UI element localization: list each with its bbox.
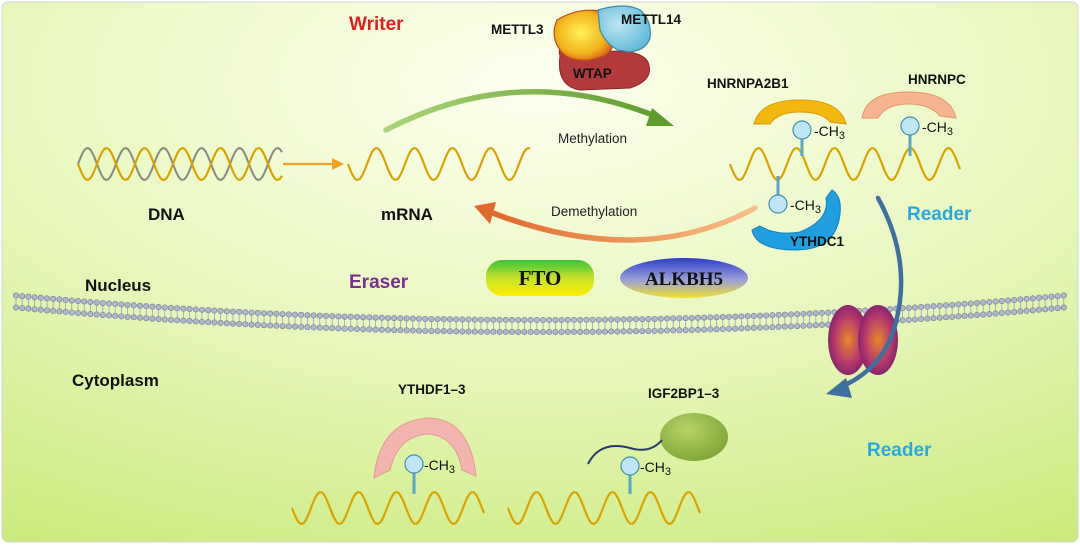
methyl-igf2bp: -CH3 [620,456,671,494]
nucleus-label: Nucleus [85,276,151,295]
methyl-ythdf: -CH3 [404,454,455,494]
cytoplasm-label: Cytoplasm [72,371,159,390]
hnrnpc-protein [861,91,957,119]
igf2bp-reader [587,413,728,465]
methyl-label: -CH3 [640,459,671,478]
demethylation-label: Demethylation [551,204,637,219]
nuclear-membrane [13,292,1067,335]
rna-strands [76,146,962,526]
ythdf-protein [373,417,477,479]
hnrnpa2b1-label: HNRNPA2B1 [707,76,789,91]
export-arrow [826,195,904,398]
hnrnpa2b1-reader [753,99,847,125]
mrna-label: mRNA [381,205,433,224]
methyl-label: -CH3 [790,197,821,216]
igf2bp-label: IGF2BP1–3 [648,386,720,401]
alkbh5-label: ALKBH5 [645,269,723,290]
methyl-hnrnpa2b1: -CH3 [792,120,845,156]
ythdf-label: YTHDF1–3 [398,382,466,397]
methylated-mrna-strand [728,146,962,182]
dna-strand [76,146,283,182]
mettl3-label: METTL3 [491,22,544,37]
fto-enzyme: FTO [486,260,594,296]
reader-bottom-label: Reader [867,440,932,461]
writer-label: Writer [349,14,404,35]
reader-top-label: Reader [907,204,972,225]
methylation-arrow [383,88,674,133]
methylation-label: Methylation [558,131,627,146]
mrna-strand [346,146,531,182]
transcription-arrow [283,158,344,170]
methyl-label: -CH3 [922,119,953,138]
writer-complex: METTL3 METTL14 WTAP [491,5,681,91]
dna-label: DNA [148,205,185,224]
ythdc1-label: YTHDC1 [790,234,844,249]
mettl14-label: METTL14 [621,12,681,27]
wtap-label: WTAP [573,66,612,81]
cytoplasm-mrna-left [290,490,486,526]
alkbh5-enzyme: ALKBH5 [620,258,748,298]
hnrnpa2b1-protein [753,99,847,125]
methyl-groups: -CH3 -CH3 -CH3 -CH3 -CH3 [404,116,953,494]
nuclear-pore [828,305,898,375]
fto-label: FTO [519,266,562,290]
demethylation-arrow [474,202,758,243]
methyl-label: -CH3 [424,457,455,476]
hnrnpc-label: HNRNPC [908,72,966,87]
ythdf-reader [373,417,477,479]
ythdc1-reader [751,189,841,251]
methyl-ythdc1: -CH3 [768,176,821,216]
methyl-label: -CH3 [814,123,845,142]
methyl-hnrnpc: -CH3 [900,116,953,156]
igf2bp-protein [660,413,728,461]
ythdc1-protein [751,189,841,251]
eraser-label: Eraser [349,272,409,293]
hnrnpc-reader [861,91,957,119]
mettl14-protein [597,5,651,53]
cytoplasm-mrna-right [506,490,702,526]
